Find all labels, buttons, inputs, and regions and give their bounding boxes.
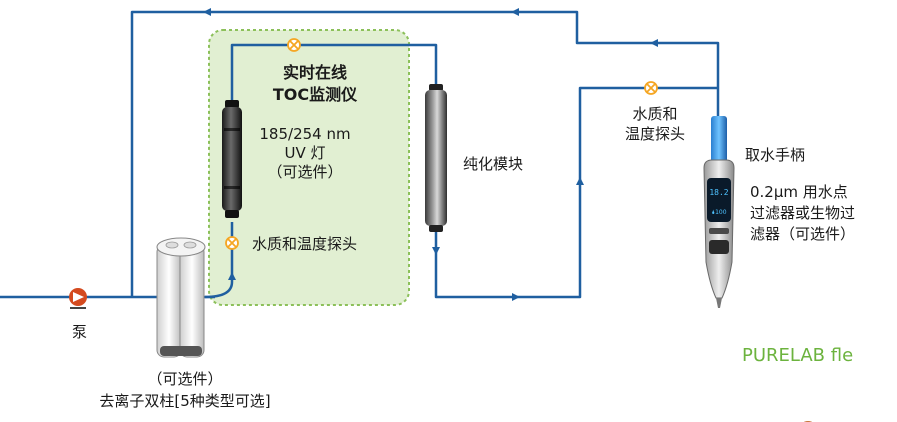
pipe-uv-top — [230, 43, 438, 102]
flow-arrow — [576, 177, 584, 185]
probe-icon — [225, 236, 239, 250]
flow-arrow — [511, 8, 519, 16]
purification-module — [425, 84, 447, 232]
brand-label: PURELAB fle — [742, 345, 854, 366]
flow-arrow — [650, 39, 658, 47]
deionization-label: （可选件） 去离子双柱[5种类型可选] — [99, 370, 271, 410]
pipe-network — [0, 10, 720, 299]
dispenser-label: 取水手柄 — [745, 146, 806, 164]
probe-icon — [287, 38, 301, 52]
flow-arrow — [203, 8, 211, 16]
probe-right-label: 水质和 温度探头 — [624, 105, 685, 143]
toc-monitor-zone — [208, 29, 410, 306]
handset-reading: 18.2 — [709, 188, 728, 197]
purification-module-label: 纯化模块 — [463, 155, 524, 173]
toc-monitor-title: 实时在线 TOC监测仪 — [272, 63, 358, 104]
recirculation-loop-pipe — [130, 10, 720, 297]
uv-lamp-label: 185/254 nm UV 灯 （可选件） — [259, 125, 351, 181]
flow-arrows — [203, 8, 658, 301]
flow-arrow — [432, 247, 440, 255]
flow-arrow — [512, 293, 520, 301]
dispenser-handset: 18.2 🌢100 — [703, 116, 735, 308]
pipe-module-bottom — [434, 86, 718, 299]
handset-temp: 🌢100 — [711, 209, 726, 216]
probe-icon — [644, 81, 658, 95]
pump-label: 泵 — [72, 323, 88, 341]
uv-lamp — [222, 100, 242, 218]
filter-label: 0.2μm 用水点 过滤器或生物过 滤器（可选件） — [750, 183, 856, 243]
pipe-to-probe-left — [204, 222, 234, 299]
pump-icon — [69, 288, 87, 309]
flow-arrow — [228, 272, 236, 280]
probe-left-label: 水质和温度探头 — [252, 235, 358, 253]
deionization-columns — [156, 237, 206, 358]
